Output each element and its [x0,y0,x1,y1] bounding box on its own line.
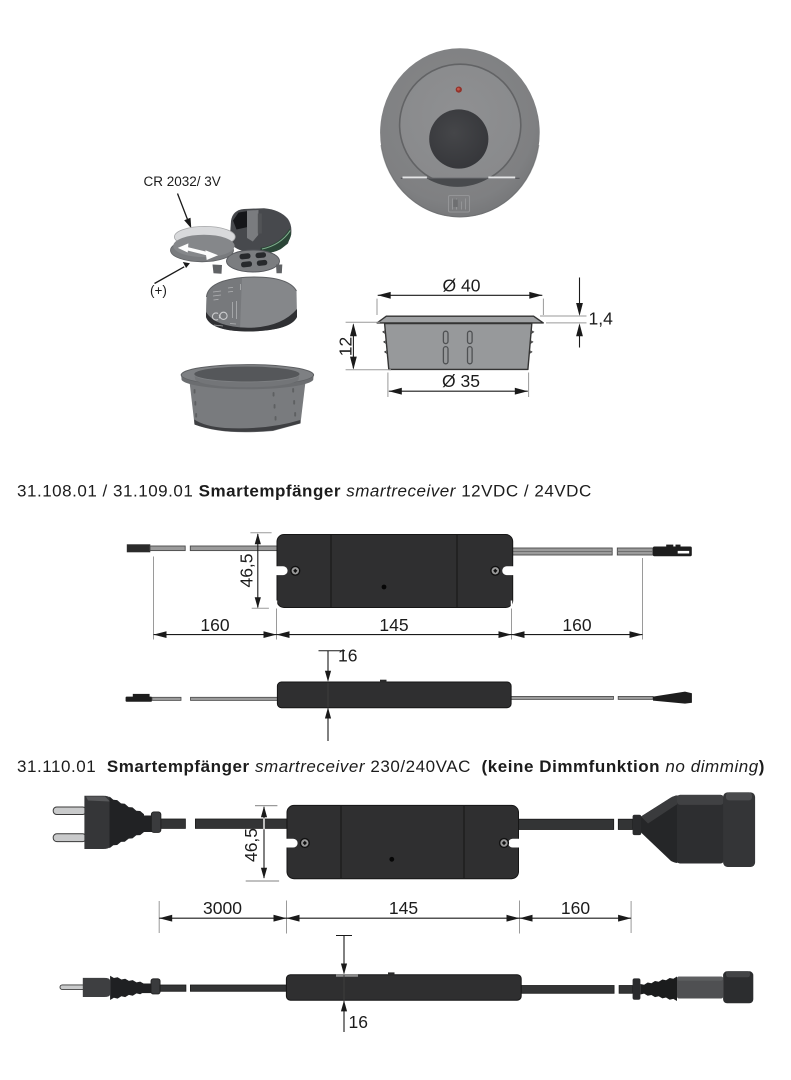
svg-text:160: 160 [200,615,229,635]
svg-text:Ø 35: Ø 35 [442,371,480,391]
svg-text:46,5: 46,5 [241,828,261,862]
svg-text:16: 16 [338,646,357,666]
svg-text:160: 160 [562,615,591,635]
svg-text:12: 12 [336,337,356,356]
svg-text:3000: 3000 [203,898,242,918]
svg-text:31.108.01 / 31.109.01 Smartemp: 31.108.01 / 31.109.01 Smartempfänger sma… [17,482,592,501]
svg-text:160: 160 [561,898,590,918]
svg-text:145: 145 [379,615,408,635]
svg-text:1,4: 1,4 [589,309,614,329]
svg-text:145: 145 [389,898,418,918]
svg-text:16: 16 [349,1012,368,1032]
svg-text:(+): (+) [150,283,167,298]
svg-text:Ø 40: Ø 40 [443,276,481,296]
svg-text:CR 2032/ 3V: CR 2032/ 3V [144,174,221,189]
svg-text:31.110.01 Smartempfänger smar: 31.110.01 Smartempfänger smartreceiver 2… [17,757,765,776]
svg-text:46,5: 46,5 [237,553,257,587]
